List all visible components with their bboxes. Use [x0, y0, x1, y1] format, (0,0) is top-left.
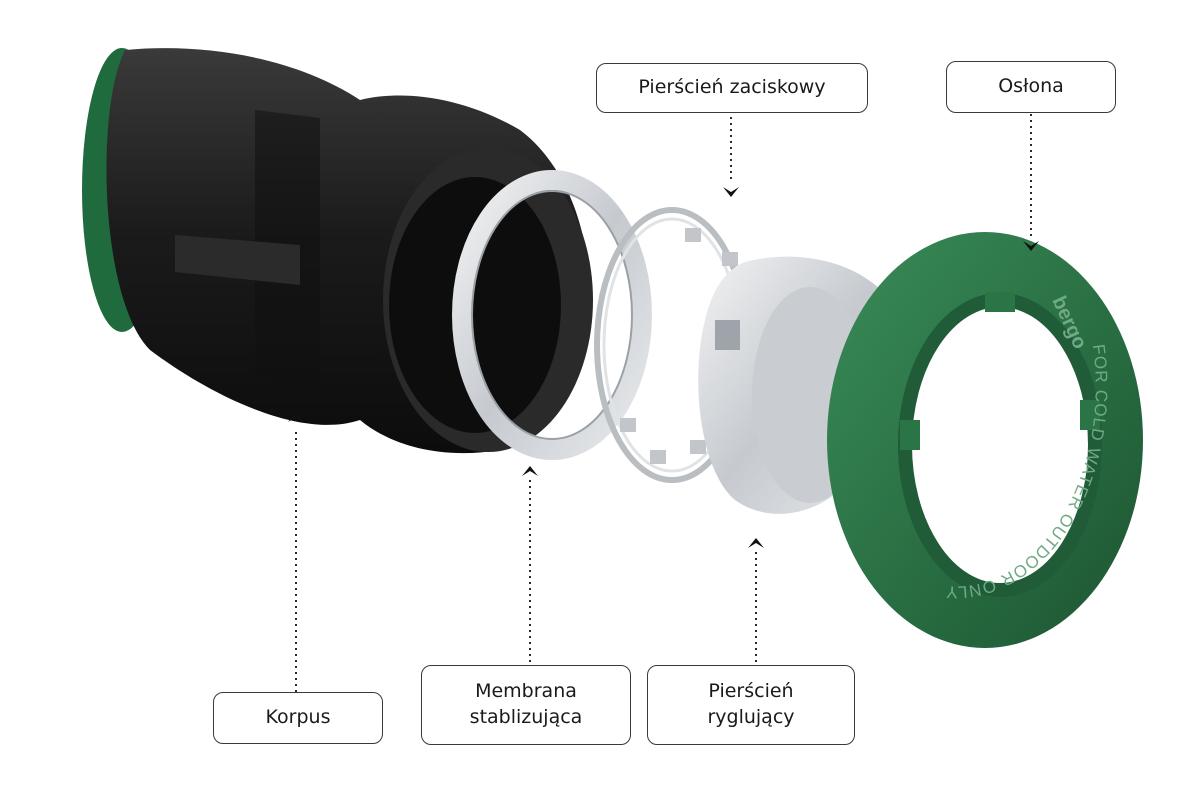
label-membrana: Membrana stablizująca [421, 665, 631, 745]
membrana-arrow-icon [522, 466, 538, 476]
zacisk-tooth [650, 450, 666, 464]
korpus-part [82, 48, 593, 453]
zacisk-arrow-icon [723, 187, 739, 197]
zacisk-tooth [620, 418, 636, 432]
label-korpus-text: Korpus [266, 705, 331, 731]
oslona-notch [900, 420, 920, 450]
oslona-part: bergo FOR COLD WATER OUTDOOR ONLY [827, 232, 1143, 648]
zacisk-tooth [690, 440, 706, 454]
zacisk-tooth [685, 228, 701, 242]
rygiel-arrow-icon [748, 538, 764, 548]
label-zacisk: Pierścień zaciskowy [596, 63, 868, 113]
label-rygiel: Pierścień ryglujący [647, 665, 855, 745]
label-oslona: Osłona [946, 61, 1116, 113]
label-oslona-text: Osłona [998, 74, 1064, 100]
label-rygiel-line1: Pierścień [707, 679, 794, 705]
label-rygiel-line2: ryglujący [707, 705, 794, 731]
label-zacisk-text: Pierścień zaciskowy [638, 75, 825, 101]
zacisk-tooth [722, 252, 738, 266]
rygiel-slot [715, 320, 740, 350]
label-membrana-line1: Membrana [470, 679, 583, 705]
oslona-notch [985, 292, 1015, 312]
label-korpus: Korpus [213, 692, 383, 744]
label-membrana-line2: stablizująca [470, 705, 583, 731]
